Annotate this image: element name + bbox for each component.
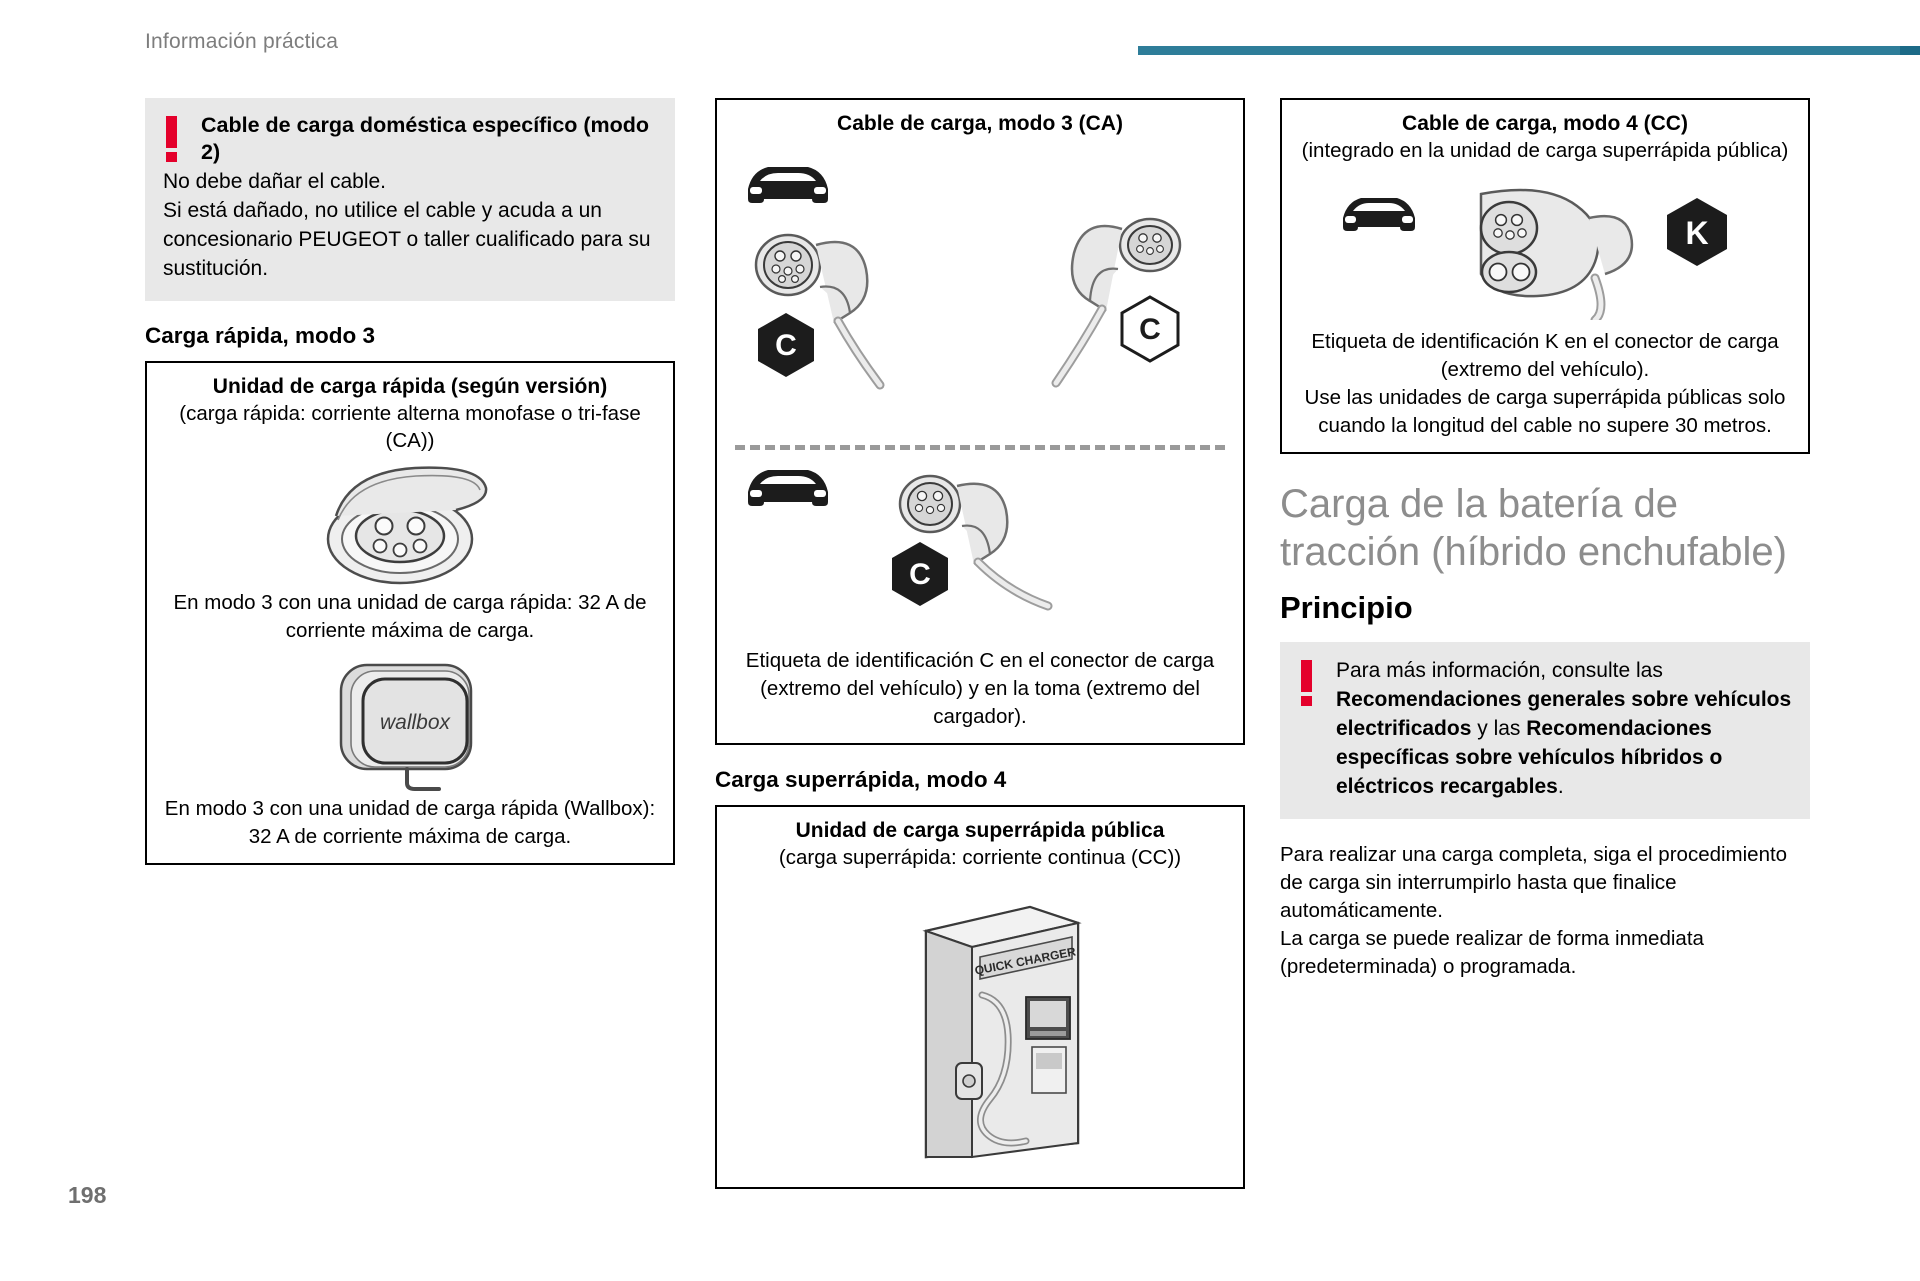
svg-text:C: C — [909, 558, 931, 591]
box-title: Cable de carga, modo 3 (CA) — [837, 112, 1123, 135]
dashed-divider — [735, 445, 1225, 450]
cable-mode-3-vehicle-end-illustration: C — [748, 470, 1053, 611]
car-icon — [748, 470, 828, 506]
ccs-combo-connector — [1479, 188, 1634, 320]
warning-title: Cable de carga doméstica específico (mod… — [201, 113, 650, 164]
warning-line-1: No debe dañar el cable. — [163, 170, 386, 193]
box-subtitle: (integrado en la unidad de carga superrá… — [1301, 139, 1789, 162]
badge-c-filled-2: C — [892, 542, 948, 606]
paragraph-1: Para realizar una carga completa, siga e… — [1280, 843, 1788, 922]
svg-text:C: C — [1139, 313, 1161, 346]
header-accent-rule — [1138, 46, 1920, 55]
box-charging-cable-mode-4: Cable de carga, modo 4 (CC) (integrado e… — [1280, 98, 1810, 454]
car-icon — [1343, 198, 1415, 231]
box-caption-1: Etiqueta de identificación K en el conec… — [1311, 330, 1779, 381]
page-number: 198 — [68, 1182, 107, 1208]
box-caption-2: Use las unidades de carga superrápida pú… — [1304, 386, 1786, 437]
left-column: Cable de carga doméstica específico (mod… — [145, 98, 675, 865]
badge-c-filled: C — [758, 313, 814, 377]
page-header: Información práctica — [0, 30, 1920, 70]
warning-box-charging-cable: Cable de carga doméstica específico (mod… — [145, 98, 675, 301]
type2-connector-bottom — [898, 474, 1053, 611]
heading-fast-charging-mode-3: Carga rápida, modo 3 — [145, 323, 376, 348]
box-subtitle: (carga rápida: corriente alterna monofas… — [179, 402, 641, 452]
cable-mode-3-illustration: C C — [748, 167, 1182, 390]
charging-socket-illustration — [326, 466, 488, 585]
right-column: Cable de carga, modo 4 (CC) (integrado e… — [1280, 98, 1810, 981]
type2-connector-left — [754, 233, 885, 390]
wallbox-brand-label: wallbox — [380, 711, 452, 734]
box-fast-charging-unit: Unidad de carga rápida (según versión) (… — [145, 361, 675, 865]
middle-column: Cable de carga, modo 3 (CA) — [715, 98, 1245, 1189]
badge-k-filled: K — [1667, 198, 1727, 266]
type2-connector-right — [1051, 217, 1182, 388]
exclamation-icon — [163, 116, 179, 162]
box-title: Unidad de carga superrápida pública — [795, 819, 1165, 842]
wallbox-illustration: wallbox — [339, 663, 473, 791]
box-charging-cable-mode-3: Cable de carga, modo 3 (CA) — [715, 98, 1245, 745]
box-title: Unidad de carga rápida (según versión) — [212, 375, 608, 398]
quick-charger-illustration: QUICK CHARGER — [922, 905, 1082, 1159]
box-caption-2: En modo 3 con una unidad de carga rápida… — [164, 797, 656, 848]
box-caption: Etiqueta de identificación C en el conec… — [745, 649, 1215, 728]
paragraph-2: La carga se puede realizar de forma inme… — [1280, 927, 1704, 978]
warning-line-2: Si está dañado, no utilice el cable y ac… — [163, 199, 651, 280]
box-subtitle: (carga superrápida: corriente continua (… — [778, 846, 1182, 869]
car-icon — [748, 167, 828, 203]
warning-text: Para más información, consulte las Recom… — [1336, 659, 1792, 798]
badge-k-label: K — [1685, 215, 1708, 251]
ccs-connector-illustration: K — [1343, 188, 1727, 320]
box-public-superfast-unit: Unidad de carga superrápida pública (car… — [715, 805, 1245, 1189]
header-accent-rule-edge — [1900, 46, 1920, 55]
svg-text:C: C — [775, 329, 797, 362]
heading-superfast-charging-mode-4: Carga superrápida, modo 4 — [715, 767, 1007, 792]
box-title: Cable de carga, modo 4 (CC) — [1402, 112, 1688, 135]
section-title: Información práctica — [145, 30, 339, 53]
chapter-heading: Carga de la batería de tracción (híbrido… — [1280, 482, 1787, 574]
exclamation-icon — [1298, 660, 1314, 706]
box-caption-1: En modo 3 con una unidad de carga rápida… — [173, 591, 647, 642]
warning-box-more-information: Para más información, consulte las Recom… — [1280, 642, 1810, 819]
heading-principio: Principio — [1280, 590, 1413, 625]
badge-c-outline: C — [1120, 295, 1180, 363]
